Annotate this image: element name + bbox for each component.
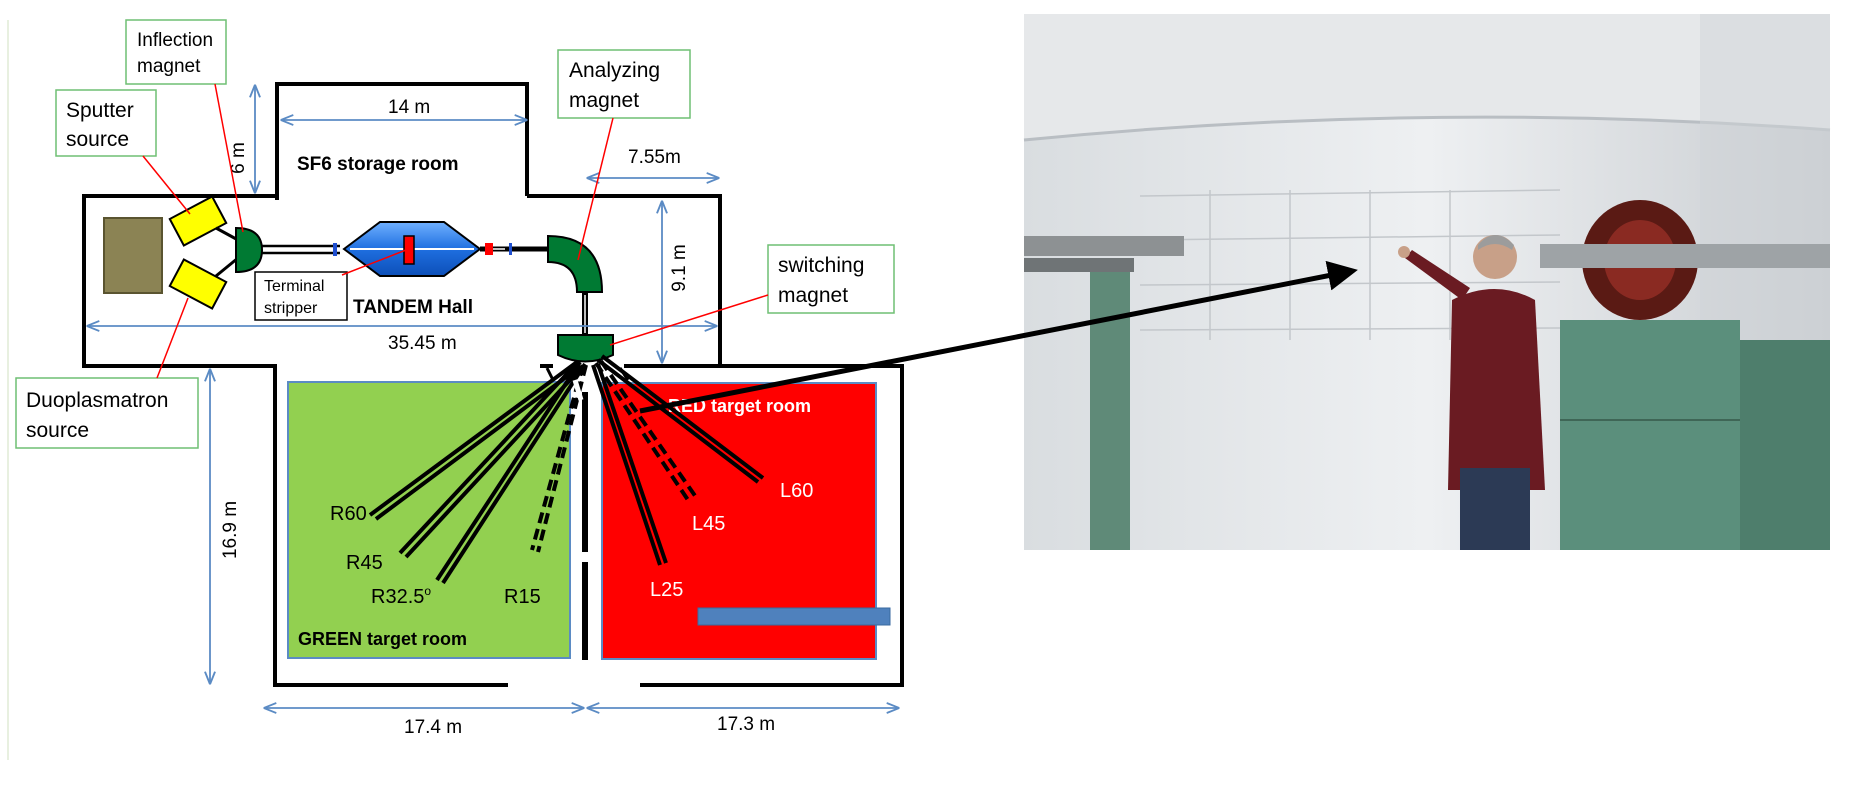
beam-dump-icon xyxy=(697,607,891,626)
beamline-label-r60: R60 xyxy=(330,503,367,525)
green-room-label: GREEN target room xyxy=(298,629,467,649)
sf6-room-label: SF6 storage room xyxy=(297,154,459,175)
terminal-stripper-callout xyxy=(254,271,348,321)
pointer-arrow-icon xyxy=(639,260,1358,414)
tandem-beamline xyxy=(103,195,630,381)
sputter-source-icon xyxy=(168,195,228,247)
duoplasmatron-source-icon xyxy=(168,258,228,310)
switching-magnet-icon xyxy=(557,334,614,363)
divider-gap xyxy=(572,379,584,401)
person-icon xyxy=(1398,235,1545,550)
beamline-label-l25: L25 xyxy=(650,579,683,601)
beamline-label-r15: R15 xyxy=(504,586,541,608)
switching-magnet-callout xyxy=(767,244,895,314)
dim-14m: 14 m xyxy=(388,97,430,118)
tandem-hall-label: TANDEM Hall xyxy=(353,297,473,318)
beamline-label-l60: L60 xyxy=(780,480,813,502)
target-beamlines xyxy=(368,354,765,585)
dim-91m: 9.1 m xyxy=(669,244,690,292)
analyzing-magnet-callout xyxy=(557,49,691,119)
beamline-label-r32: R32.5o xyxy=(371,584,431,608)
dimension-arrows xyxy=(88,86,898,708)
dim-173m: 17.3 m xyxy=(717,714,775,735)
injector-bench xyxy=(103,217,163,294)
building-walls xyxy=(82,82,904,687)
inflection-magnet-callout xyxy=(125,19,227,85)
dim-174m: 17.4 m xyxy=(404,717,462,738)
dim-6m: 6 m xyxy=(228,142,249,174)
accelerator-photo-icon xyxy=(1023,14,1831,550)
beamline-label-l45: L45 xyxy=(692,513,725,535)
beamline-label-r45: R45 xyxy=(346,552,383,574)
dim-3545m: 35.45 m xyxy=(388,333,457,354)
analyzing-magnet-icon xyxy=(547,234,604,293)
duoplasmatron-source-callout xyxy=(15,377,199,449)
sputter-source-callout xyxy=(55,89,157,157)
dim-755m: 7.55m xyxy=(628,147,681,168)
dim-169m: 16.9 m xyxy=(220,501,241,559)
inflection-magnet-icon xyxy=(235,226,264,274)
